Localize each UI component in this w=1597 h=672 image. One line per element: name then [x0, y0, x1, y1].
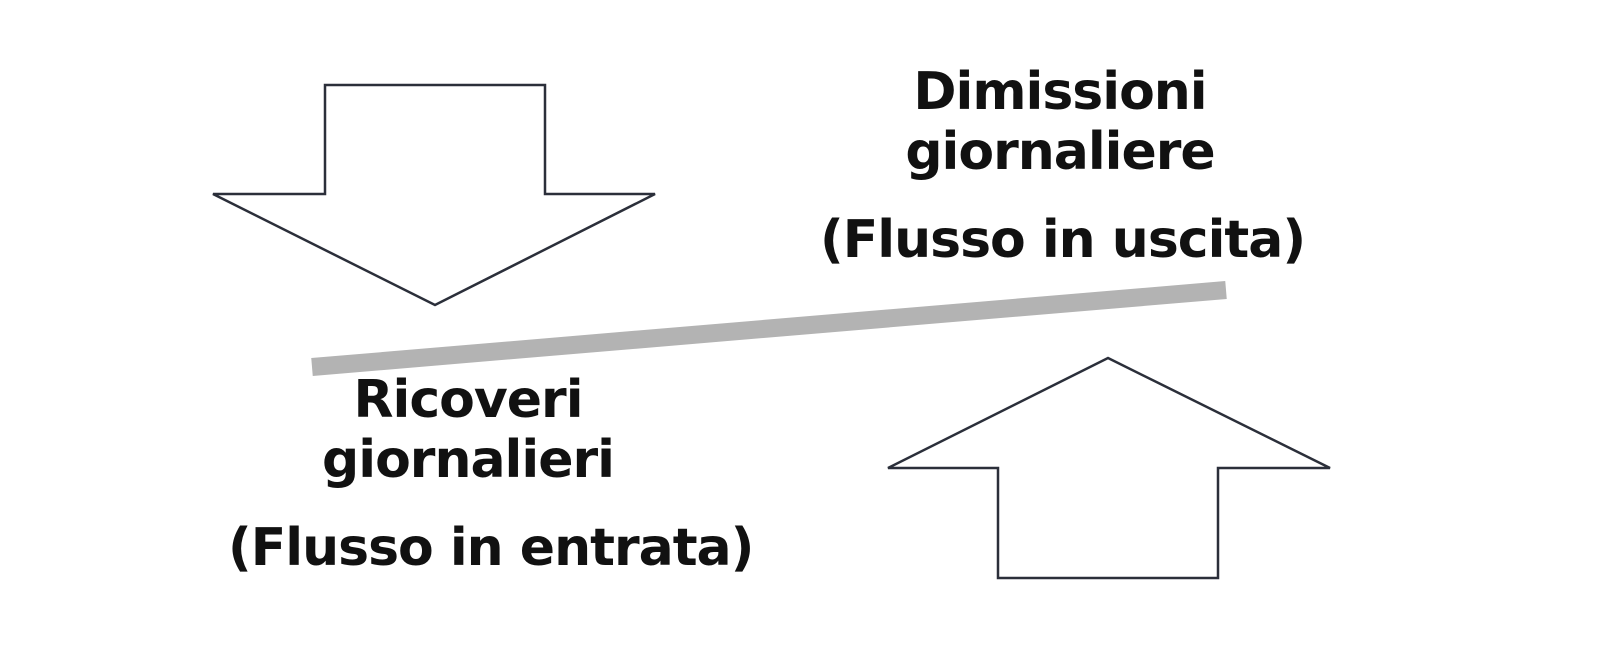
- down-arrow-icon: [212, 83, 656, 307]
- inflow-label-line1: Ricoveri: [353, 370, 583, 430]
- outflow-label-line1: Dimissioni: [913, 62, 1207, 122]
- up-arrow-icon: [887, 356, 1331, 580]
- outflow-label-line2: giornaliere: [905, 122, 1215, 182]
- inflow-label: Ricoveri giornalieri (Flusso in entrata): [228, 370, 754, 578]
- inflow-label-note: (Flusso in entrata): [228, 518, 754, 578]
- outflow-label-note: (Flusso in uscita): [820, 210, 1306, 270]
- outflow-label: Dimissioni giornaliere (Flusso in uscita…: [820, 62, 1306, 270]
- balance-bar: [311, 281, 1227, 376]
- inflow-label-line2: giornalieri: [322, 430, 615, 490]
